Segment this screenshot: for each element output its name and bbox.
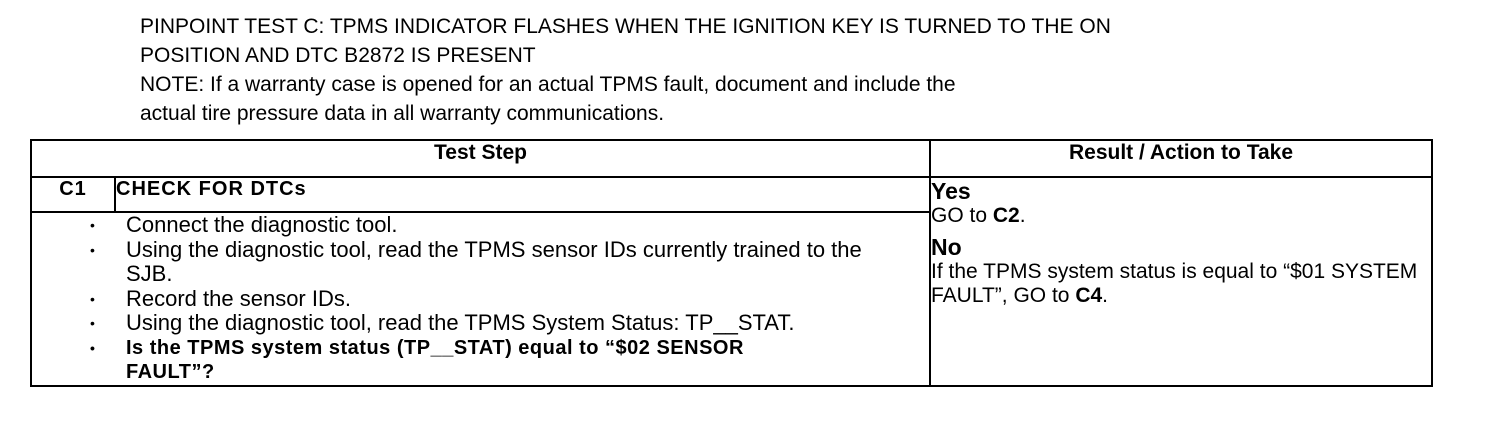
pinpoint-test-table: Test Step Result / Action to Take C1 CHE…	[30, 139, 1433, 387]
yes-action: GO to C2.	[931, 204, 1431, 228]
step-id: C1	[30, 176, 116, 213]
table-header-row: Test Step Result / Action to Take	[30, 139, 1433, 178]
no-action: If the TPMS system status is equal to “$…	[931, 260, 1431, 308]
step-question: Is the TPMS system status (TP__STAT) equ…	[90, 336, 929, 385]
result-action-cell: Yes GO to C2. No If the TPMS system stat…	[929, 176, 1433, 387]
step-title: CHECK FOR DTCs	[114, 176, 931, 213]
list-item: Connect the diagnostic tool.	[90, 212, 929, 238]
test-title-line-2: POSITION AND DTC B2872 IS PRESENT	[140, 44, 536, 67]
yes-action-text: GO to	[931, 204, 993, 227]
no-result: No If the TPMS system status is equal to…	[931, 234, 1431, 308]
no-action-text: If the TPMS system status is equal to “$…	[931, 260, 1418, 307]
step-body-row: Connect the diagnostic tool. Using the d…	[30, 211, 1432, 387]
no-action-end: .	[1102, 284, 1109, 307]
no-step-reference: C4	[1075, 284, 1103, 307]
warranty-note-line-2: actual tire pressure data in all warrant…	[140, 102, 665, 125]
pinpoint-test-header: PINPOINT TEST C: TPMS INDICATOR FLASHES …	[140, 12, 1440, 128]
list-item: Record the sensor IDs.	[90, 286, 929, 312]
list-item: Using the diagnostic tool, read the TPMS…	[90, 310, 929, 336]
list-item: Using the diagnostic tool, read the TPMS…	[90, 237, 929, 287]
yes-result: Yes GO to C2.	[931, 178, 1431, 228]
test-title-text: TPMS INDICATOR FLASHES WHEN THE IGNITION…	[329, 15, 1111, 38]
test-step-column-header: Test Step	[30, 139, 931, 178]
yes-label: Yes	[931, 178, 971, 204]
yes-step-reference: C2	[992, 204, 1020, 227]
step-title-row: C1 CHECK FOR DTCs Yes GO to C2. No If th…	[30, 176, 1433, 387]
no-label: No	[931, 234, 962, 260]
warranty-note-line-1: NOTE: If a warranty case is opened for a…	[140, 73, 956, 96]
result-column-header: Result / Action to Take	[929, 139, 1433, 178]
step-instructions-cell: Connect the diagnostic tool. Using the d…	[30, 211, 931, 387]
yes-action-end: .	[1019, 204, 1026, 227]
test-title-line-1: PINPOINT TEST C: TPMS INDICATOR FLASHES …	[140, 12, 1440, 41]
test-title-prefix: PINPOINT TEST C:	[140, 15, 330, 38]
step-instructions-list: Connect the diagnostic tool. Using the d…	[32, 212, 929, 385]
